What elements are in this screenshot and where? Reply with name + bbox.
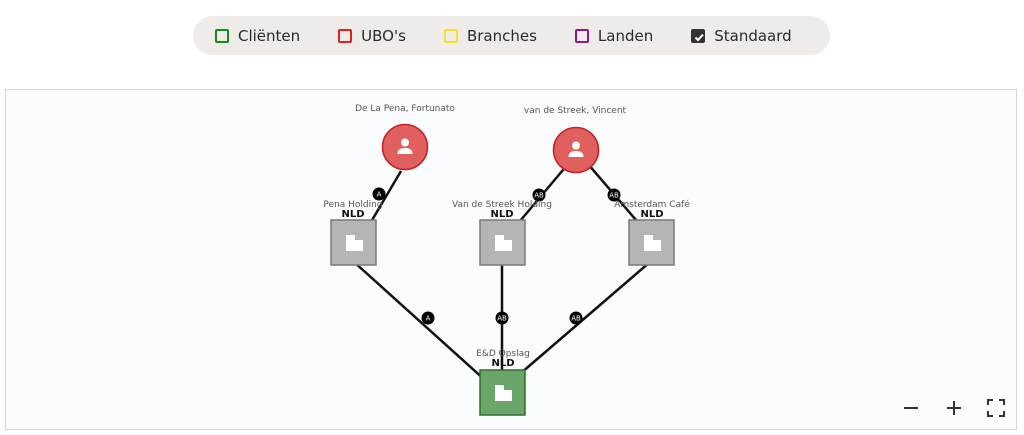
svg-text:AB: AB <box>571 315 581 323</box>
legend-label: Landen <box>597 26 654 45</box>
legend-item-ubos[interactable]: UBO's <box>338 27 406 45</box>
edge-line <box>520 261 651 374</box>
legend-label: UBO's <box>361 26 406 45</box>
person-node-fortunato[interactable]: De La Pena, Fortunato <box>355 104 455 171</box>
fullscreen-button[interactable] <box>984 396 1008 420</box>
legend-bar: Cliënten UBO's Branches Landen Standaard <box>193 16 830 55</box>
person-icon <box>568 141 584 157</box>
zoom-out-button[interactable] <box>899 396 923 420</box>
zoom-in-button[interactable] <box>942 396 966 420</box>
checkbox-landen[interactable] <box>574 28 589 43</box>
plus-icon <box>947 401 961 415</box>
company-node-ed-opslag[interactable]: E&D Opslag NLD <box>476 349 530 416</box>
edge-line <box>366 170 403 228</box>
edge-badge: A <box>372 187 386 201</box>
ownership-graph: A AB AB A AB AB De La Pena, Fortunato <box>323 104 690 416</box>
company-node-pena-holding[interactable]: Pena Holding NLD <box>323 200 383 266</box>
legend-item-landen[interactable]: Landen <box>574 26 654 45</box>
node-label: Amsterdam Café <box>614 199 690 210</box>
legend-item-clienten[interactable]: Cliënten <box>215 27 300 45</box>
legend-label: Branches <box>466 26 537 45</box>
node-label: Van de Streek Holding <box>452 200 552 210</box>
edge-badge: AB <box>569 311 583 325</box>
edge-badge: A <box>421 311 435 325</box>
svg-text:A: A <box>377 191 382 199</box>
legend-label: Standaard <box>714 26 792 45</box>
building-icon <box>495 235 512 251</box>
checkbox-clienten[interactable] <box>215 28 229 43</box>
node-country: NLD <box>640 209 663 220</box>
svg-text:AB: AB <box>534 192 544 200</box>
building-icon <box>495 385 512 401</box>
person-node-vincent[interactable]: van de Streek, Vincent <box>524 106 627 174</box>
company-node-van-de-streek-holding[interactable]: Van de Streek Holding NLD <box>452 200 552 266</box>
checkbox-ubos[interactable] <box>338 28 353 43</box>
edge-line <box>353 261 497 391</box>
building-icon <box>346 235 363 251</box>
svg-text:AB: AB <box>497 315 507 323</box>
legend-item-branches[interactable]: Branches <box>443 26 537 45</box>
edge-badge: AB <box>495 311 509 325</box>
legend-label: Cliënten <box>238 26 301 45</box>
check-icon <box>695 33 704 41</box>
node-label: De La Pena, Fortunato <box>355 104 455 114</box>
edge-badge: AB <box>532 188 546 202</box>
minus-icon <box>904 407 918 409</box>
node-country: NLD <box>491 358 514 369</box>
node-country: NLD <box>341 209 364 220</box>
building-icon <box>644 235 661 251</box>
graph-canvas[interactable]: A AB AB A AB AB De La Pena, Fortunato <box>5 89 1017 430</box>
node-label: E&D Opslag <box>476 349 530 359</box>
edge-badge: AB <box>607 188 621 202</box>
person-icon <box>397 138 413 154</box>
node-label: Pena Holding <box>323 200 382 210</box>
checkbox-standaard[interactable] <box>691 28 706 43</box>
company-node-amsterdam-cafe[interactable]: Amsterdam Café NLD <box>614 199 690 266</box>
checkbox-branches[interactable] <box>443 28 458 43</box>
fullscreen-icon <box>987 399 1005 417</box>
node-country: NLD <box>490 209 513 220</box>
svg-text:AB: AB <box>609 192 619 200</box>
legend-item-standaard[interactable]: Standaard <box>691 26 792 45</box>
node-label: van de Streek, Vincent <box>524 106 627 116</box>
svg-text:A: A <box>426 315 431 323</box>
